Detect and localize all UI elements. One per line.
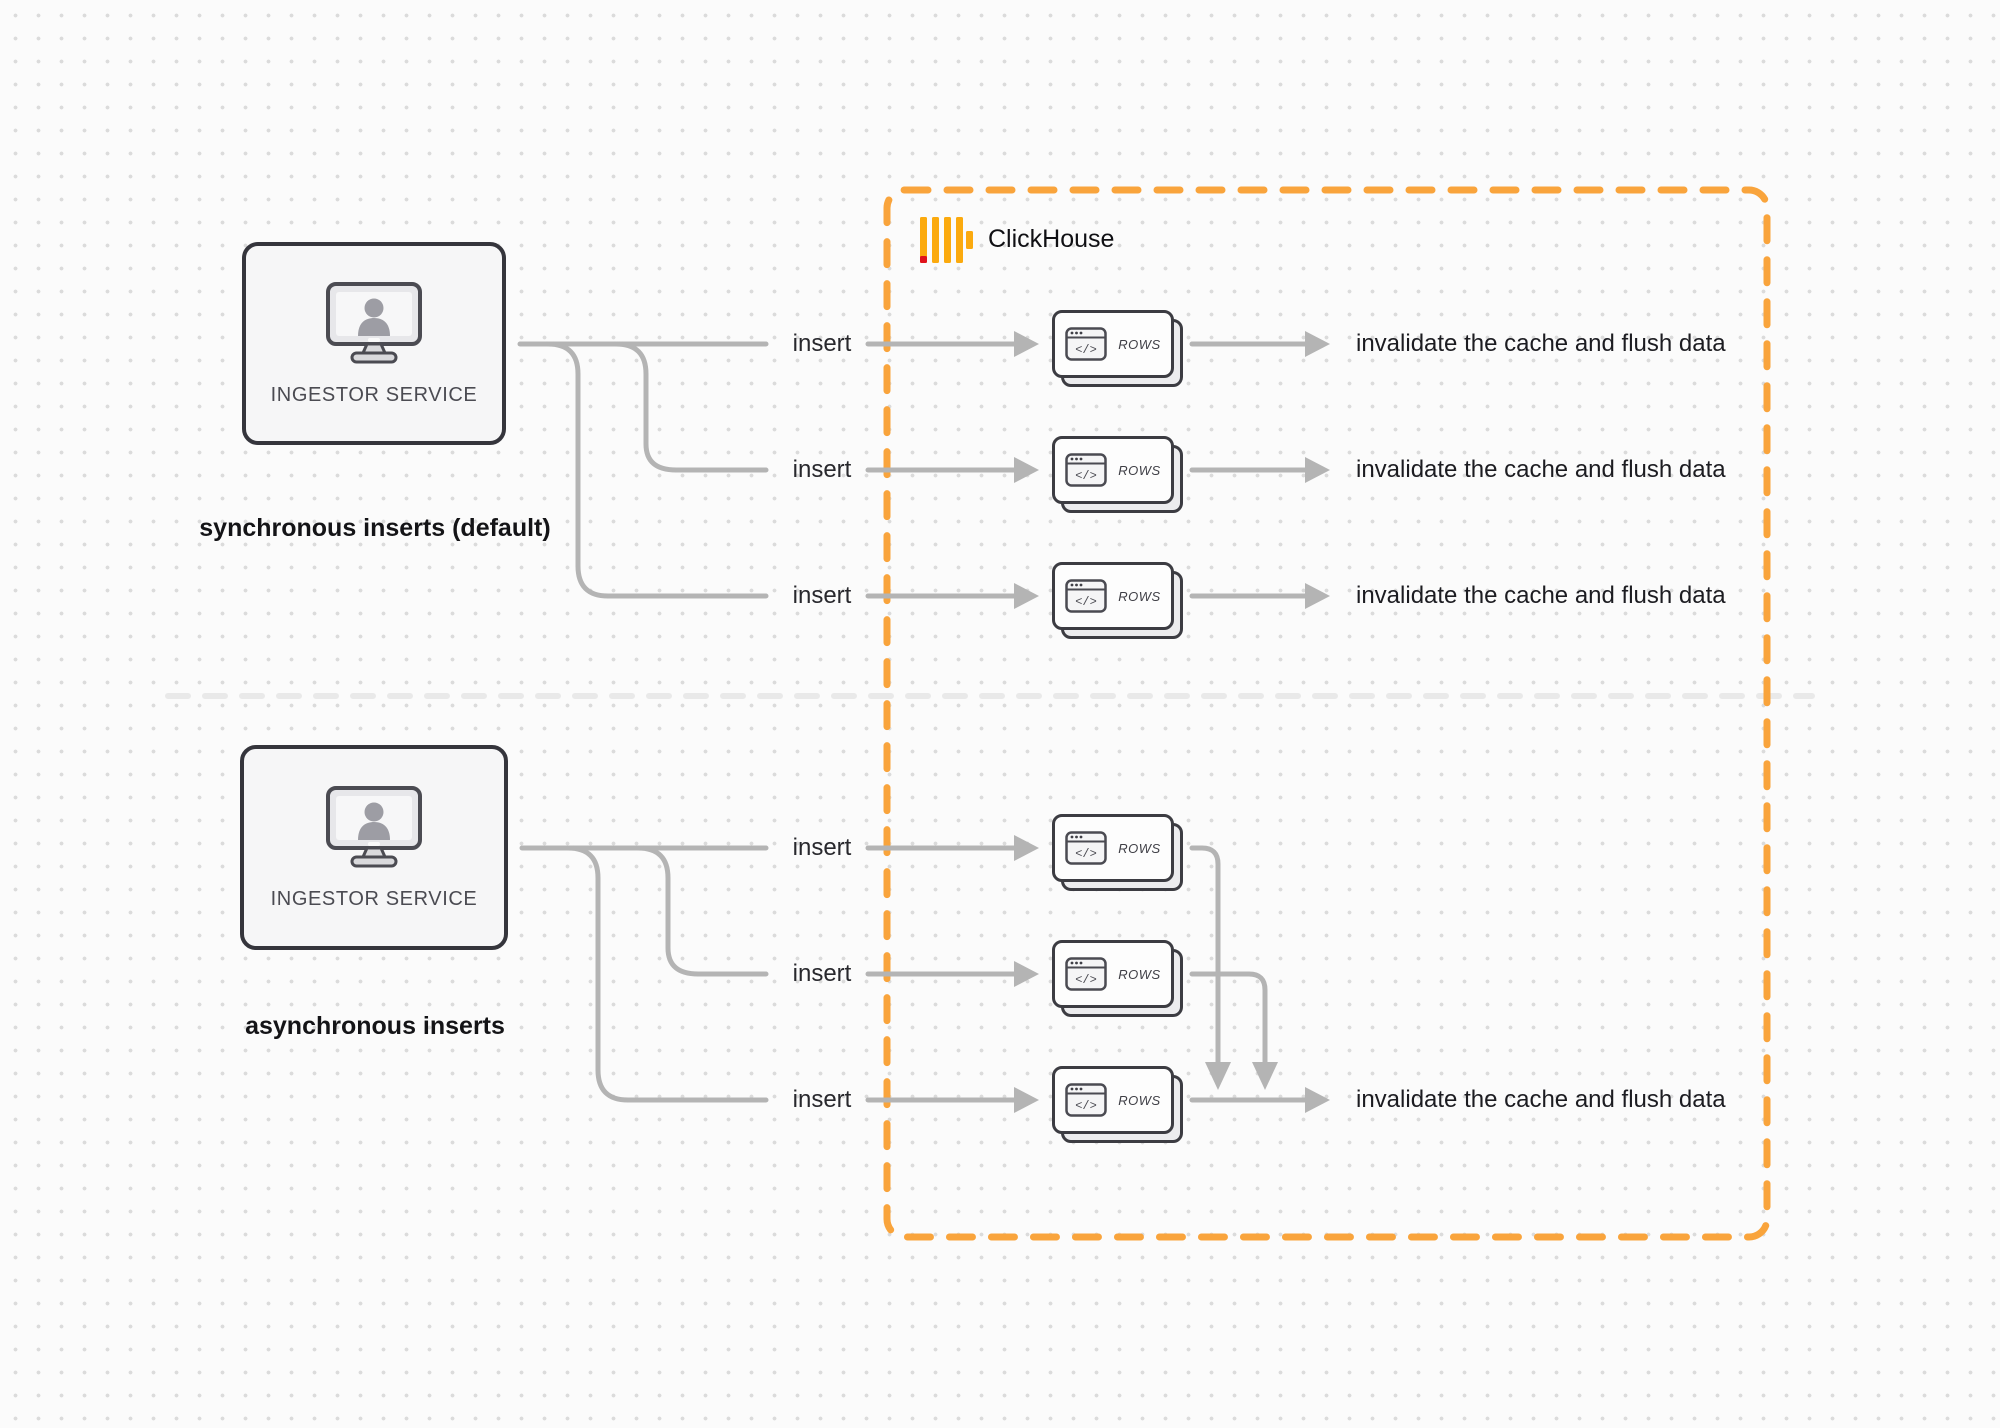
- clickhouse-brand-name: ClickHouse: [988, 225, 1115, 253]
- sync-connectors: [517, 341, 1308, 599]
- rows-card: </> ROWS: [1052, 562, 1184, 640]
- arrow-right-icon: [1305, 331, 1330, 357]
- sync-branch-row3: [545, 341, 769, 599]
- result-label: invalidate the cache and flush data: [1356, 456, 1726, 483]
- arrow-right-icon: [1014, 1087, 1039, 1113]
- rows-card: </> ROWS: [1052, 310, 1184, 388]
- arrow-down-icon: [1205, 1062, 1231, 1090]
- code-glyph: </>: [1075, 1099, 1097, 1113]
- code-glyph: </>: [1075, 343, 1097, 357]
- arrow-down-icon: [1252, 1062, 1278, 1090]
- ingestor-service-label: INGESTOR SERVICE: [270, 888, 478, 910]
- rows-card-front: </> ROWS: [1052, 1066, 1174, 1134]
- clickhouse-logo: [920, 217, 973, 263]
- rows-card: </> ROWS: [1052, 940, 1184, 1018]
- sync-section-caption: synchronous inserts (default): [199, 514, 551, 542]
- async-connectors: [519, 845, 1308, 1103]
- arrow-right-icon: [1305, 583, 1330, 609]
- clickhouse-panel-border: [883, 186, 1771, 1241]
- rows-label: ROWS: [1118, 336, 1161, 352]
- insert-label: insert: [792, 582, 852, 609]
- rows-card-front: </> ROWS: [1052, 562, 1174, 630]
- arrow-right-icon: [1014, 961, 1039, 987]
- monitor-user-icon: [326, 282, 422, 364]
- arrow-right-icon: [1305, 1087, 1330, 1113]
- async-section-caption: asynchronous inserts: [245, 1012, 505, 1040]
- sync-branch-row2: [613, 341, 769, 473]
- rows-label: ROWS: [1118, 588, 1161, 604]
- ingestor-service-box-sync: INGESTOR SERVICE: [242, 242, 506, 445]
- insert-label: insert: [792, 960, 852, 987]
- window-code-icon: </>: [1065, 579, 1108, 613]
- window-code-icon: </>: [1065, 327, 1108, 361]
- code-glyph: </>: [1075, 973, 1097, 987]
- async-branch-row2: [635, 845, 769, 977]
- insert-label: insert: [792, 330, 852, 357]
- result-label: invalidate the cache and flush data: [1356, 1086, 1726, 1113]
- ingestor-service-box-async: INGESTOR SERVICE: [240, 745, 508, 950]
- rows-card: </> ROWS: [1052, 814, 1184, 892]
- result-label: invalidate the cache and flush data: [1356, 582, 1726, 609]
- arrow-right-icon: [1014, 835, 1039, 861]
- result-label: invalidate the cache and flush data: [1356, 330, 1726, 357]
- arrow-right-icon: [1305, 457, 1330, 483]
- rows-card-front: </> ROWS: [1052, 436, 1174, 504]
- rows-card-front: </> ROWS: [1052, 814, 1174, 882]
- async-branch-row3: [565, 845, 769, 1103]
- ingestor-service-label: INGESTOR SERVICE: [270, 384, 478, 406]
- window-code-icon: </>: [1065, 957, 1108, 991]
- window-code-icon: </>: [1065, 453, 1108, 487]
- clickhouse-logo-red-tip: [920, 256, 927, 263]
- rows-label: ROWS: [1118, 1092, 1161, 1108]
- sync-arrowheads: [1014, 331, 1330, 609]
- rows-label: ROWS: [1118, 462, 1161, 478]
- async-merge-line-2: [1189, 971, 1268, 1065]
- insert-label: insert: [792, 834, 852, 861]
- async-arrowheads: [1014, 835, 1330, 1113]
- code-glyph: </>: [1075, 469, 1097, 483]
- insert-label: insert: [792, 456, 852, 483]
- rows-label: ROWS: [1118, 840, 1161, 856]
- code-glyph: </>: [1075, 595, 1097, 609]
- monitor-user-icon: [326, 786, 422, 868]
- arrow-right-icon: [1014, 331, 1039, 357]
- async-merge-line-1: [1189, 845, 1221, 1065]
- rows-card-front: </> ROWS: [1052, 310, 1174, 378]
- arrow-right-icon: [1014, 457, 1039, 483]
- window-code-icon: </>: [1065, 831, 1108, 865]
- rows-label: ROWS: [1118, 966, 1161, 982]
- window-code-icon: </>: [1065, 1083, 1108, 1117]
- insert-label: insert: [792, 1086, 852, 1113]
- rows-card: </> ROWS: [1052, 436, 1184, 514]
- arrow-right-icon: [1014, 583, 1039, 609]
- rows-card: </> ROWS: [1052, 1066, 1184, 1144]
- rows-card-front: </> ROWS: [1052, 940, 1174, 1008]
- code-glyph: </>: [1075, 847, 1097, 861]
